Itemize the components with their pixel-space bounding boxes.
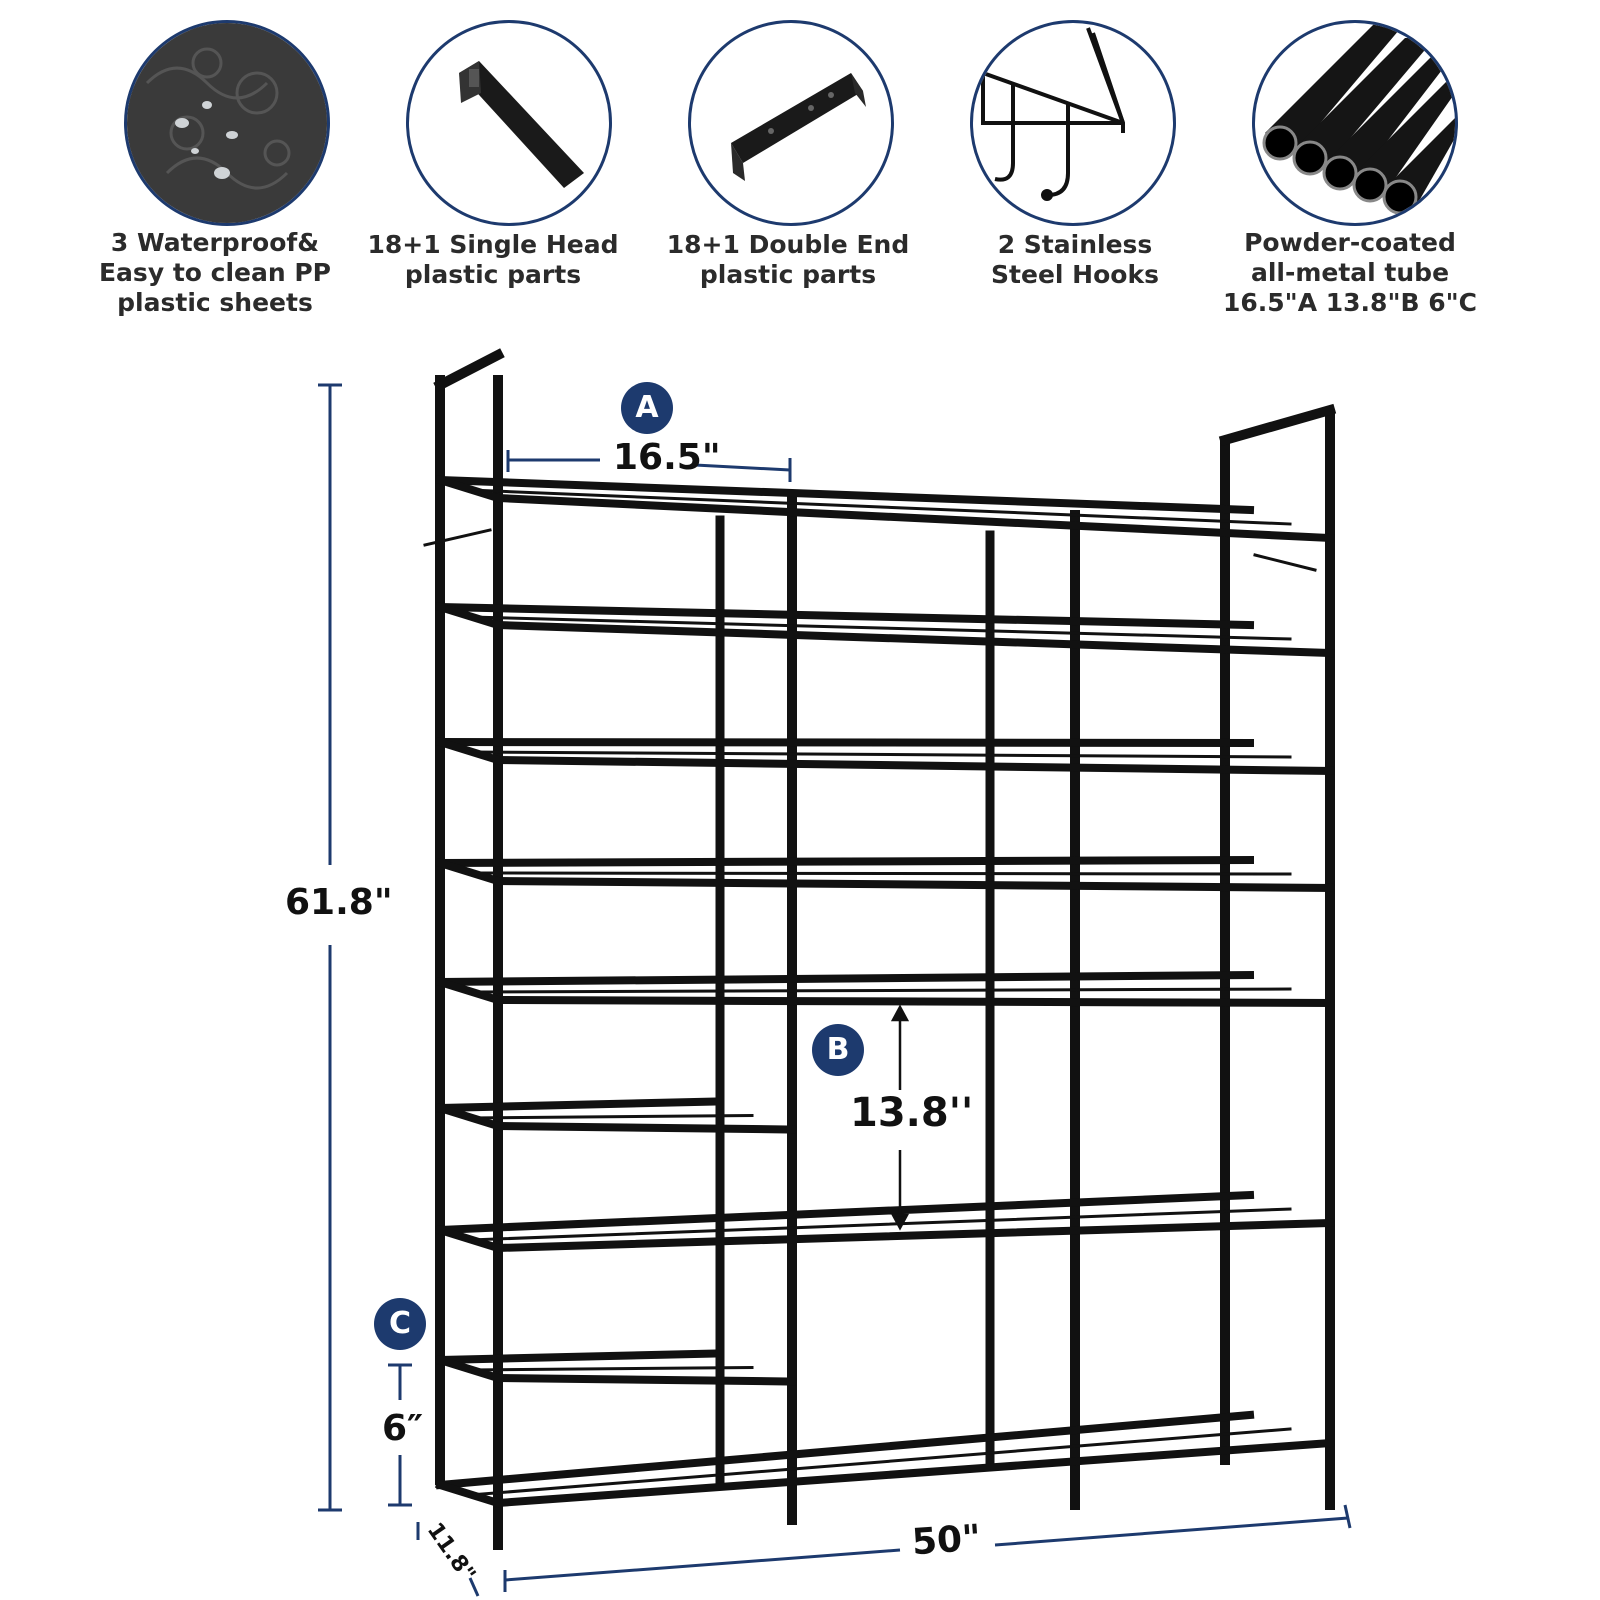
- feature-caption-sheets: 3 Waterproof& Easy to clean PP plastic s…: [65, 228, 365, 318]
- caption-line: Powder-coated: [1244, 228, 1456, 257]
- caption-line: 16.5"A 13.8"B 6"C: [1223, 288, 1477, 317]
- shelf-rail: [493, 620, 1335, 658]
- shelf-end: [434, 1224, 504, 1254]
- height-label: 61.8": [285, 882, 393, 923]
- shelf-bar: [468, 1207, 1292, 1242]
- dimension-lines: [318, 383, 1352, 1597]
- shelf-rail: [493, 755, 1335, 776]
- single-head-plastic-part-icon: [406, 20, 612, 226]
- shelf-bar: [468, 1114, 754, 1120]
- shelf-bar: [468, 750, 1292, 759]
- shelf-end: [434, 736, 504, 766]
- caption-line: plastic parts: [699, 260, 877, 289]
- c-value-label: 6″: [382, 1408, 424, 1449]
- shelf-rail: [435, 602, 1255, 630]
- caption-line: 2 Stainless: [997, 230, 1153, 259]
- shelf-rail: [435, 737, 1255, 748]
- shelf-end: [434, 1102, 504, 1132]
- badge-a: A: [621, 382, 673, 434]
- feature-caption-tubes: Powder-coated all-metal tube 16.5"A 13.8…: [1200, 228, 1500, 318]
- shelf-rail: [493, 995, 1335, 1008]
- shelf-rail: [493, 876, 1335, 893]
- pp-plastic-sheet-icon: [124, 20, 330, 226]
- shelf-bar: [468, 1427, 1292, 1497]
- feature-caption-single-head: 18+1 Single Head plastic parts: [343, 230, 643, 290]
- shelf-rail: [435, 1410, 1255, 1490]
- shelf-bar: [468, 871, 1292, 876]
- feature-caption-hooks: 2 Stainless Steel Hooks: [925, 230, 1225, 290]
- badge-c: C: [374, 1298, 426, 1350]
- hook: [423, 528, 492, 547]
- caption-line: 18+1 Single Head: [367, 230, 619, 259]
- shelf-rail: [435, 1349, 717, 1365]
- rack-handle: [433, 348, 505, 392]
- shelf-rail: [435, 1097, 717, 1113]
- feature-caption-double-end: 18+1 Double End plastic parts: [638, 230, 938, 290]
- shelf-end: [434, 601, 504, 631]
- rack-handle: [1218, 403, 1337, 447]
- double-end-plastic-part-icon: [688, 20, 894, 226]
- shelf-rail: [493, 1438, 1335, 1508]
- caption-line: 3 Waterproof&: [110, 228, 320, 257]
- shelf-rail: [435, 1190, 1255, 1235]
- shelf-rail: [493, 1121, 797, 1134]
- shelf-bar: [468, 1366, 754, 1372]
- hook: [1253, 553, 1317, 572]
- caption-line: all-metal tube: [1250, 258, 1450, 287]
- caption-line: 18+1 Double End: [666, 230, 910, 259]
- shelf-rail: [493, 1218, 1335, 1253]
- shelf-bar: [468, 488, 1292, 526]
- shelf-rail: [493, 1373, 797, 1386]
- caption-line: Easy to clean PP: [98, 258, 332, 287]
- badge-b: B: [812, 1024, 864, 1076]
- caption-line: plastic sheets: [117, 288, 313, 317]
- steel-hooks-icon: [970, 20, 1176, 226]
- a-value-label: 16.5": [613, 437, 721, 478]
- metal-tubes-icon: [1252, 20, 1458, 226]
- shelf-bar: [468, 987, 1292, 994]
- width-label: 50": [910, 1517, 983, 1564]
- caption-line: Steel Hooks: [991, 260, 1159, 289]
- b-arrow: [890, 1004, 910, 1231]
- shelf-end: [434, 1479, 504, 1509]
- rack-frame: [423, 348, 1337, 1550]
- shelf-rail: [493, 493, 1335, 543]
- shelf-end: [434, 976, 504, 1006]
- shelf-rail: [435, 475, 1255, 515]
- caption-line: plastic parts: [404, 260, 582, 289]
- shelf-bar: [468, 615, 1292, 641]
- shelf-rail: [435, 970, 1255, 987]
- shelf-end: [434, 474, 504, 504]
- shelf-end: [434, 857, 504, 887]
- b-value-label: 13.8'': [850, 1090, 974, 1136]
- shelf-rail: [435, 855, 1255, 868]
- shelf-end: [434, 1354, 504, 1384]
